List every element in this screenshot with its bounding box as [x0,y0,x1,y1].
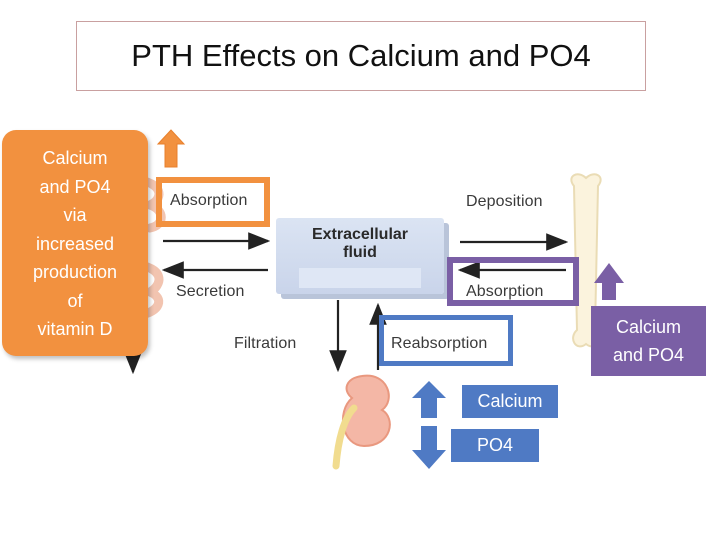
gut-callout-line: via [63,205,87,225]
kidney-calcium-callout: Calcium [462,385,558,418]
slide-title-text: PTH Effects on Calcium and PO4 [131,38,591,73]
bone-effect-callout: Calcium and PO4 [591,306,706,376]
absorption-bone-highlight [447,257,579,306]
filtration-label: Filtration [234,335,297,352]
deposition-label: Deposition [466,193,543,210]
reabsorption-label: Reabsorption [391,335,488,352]
reabsorption-highlight [379,315,513,366]
ecf-line-1: Extracellular [311,226,409,243]
bone-callout-line: Calcium [615,317,681,337]
calcium-up-arrow-icon [412,381,446,418]
absorption-gut-highlight [156,177,270,227]
extracellular-fluid-inner [299,268,421,288]
slide-title: PTH Effects on Calcium and PO4 [76,21,646,91]
gut-effect-callout: Calcium and PO4 via increased production… [2,130,148,356]
ecf-line-2: fluid [343,244,377,261]
gut-callout-line: vitamin D [37,319,113,339]
process-arrows [124,232,569,375]
kidney-icon [332,374,391,470]
gut-callout-line: of [67,290,83,311]
gut-callout-line: and PO4 [39,176,111,197]
bone-up-arrow-icon [594,263,624,300]
extracellular-fluid-label: Extracellular fluid [276,226,444,262]
po4-down-arrow-icon [412,426,446,469]
bone-callout-line: and PO4 [612,345,685,365]
gut-callout-line: Calcium [42,148,108,168]
secretion-label: Secretion [176,283,245,300]
absorption-gut-label: Absorption [170,192,248,209]
gut-up-arrow-icon [156,129,186,168]
gut-callout-line: production [32,262,118,282]
gut-callout-line: increased [35,233,115,254]
absorption-bone-label: Absorption [466,283,544,300]
kidney-po4-callout: PO4 [451,429,539,462]
